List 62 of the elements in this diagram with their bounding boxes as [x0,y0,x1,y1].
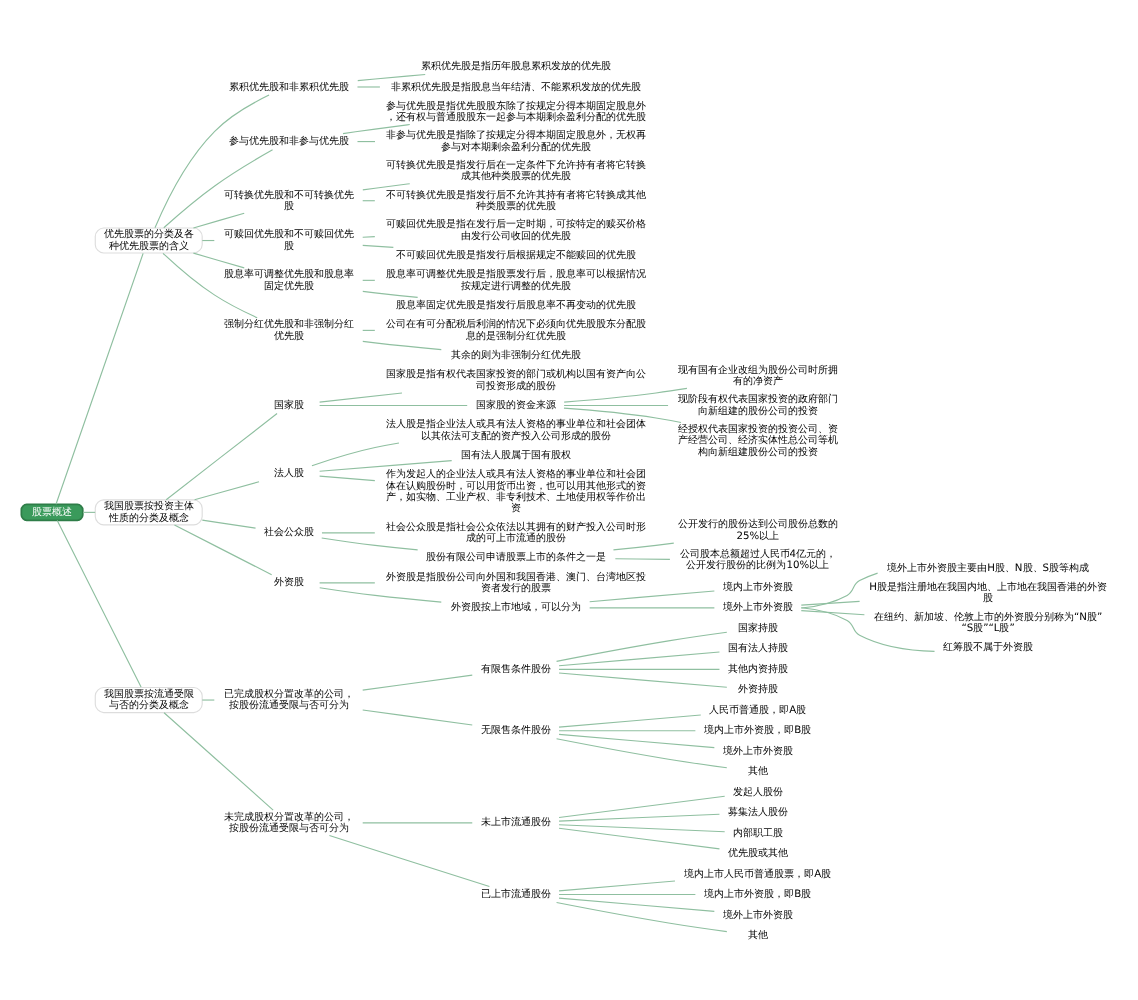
connector [558,713,702,727]
connector [800,606,936,651]
connector [201,518,257,528]
connector [563,403,669,406]
connector [558,896,715,911]
connector [55,251,144,504]
connector [319,403,468,406]
connector [163,711,274,810]
connector [163,148,274,228]
connector [362,339,442,350]
connector [162,251,258,318]
connector [56,518,142,687]
connector [319,474,376,481]
connector [321,536,419,550]
connector [558,650,721,666]
connector [362,235,376,237]
connector [800,609,865,615]
connector [328,833,490,887]
connector [194,480,260,500]
connector [356,140,376,142]
connector [612,541,675,550]
connector [558,892,696,895]
connector [556,737,728,768]
connector [558,823,726,832]
connector [558,812,721,821]
connector [154,93,270,228]
connector [319,581,376,583]
connector [356,85,381,87]
connector [311,441,400,466]
connector [558,729,696,731]
connector [589,589,715,602]
connector [558,667,721,669]
connector [556,630,728,661]
connector [589,606,715,608]
connector [319,586,442,602]
connector [800,599,861,605]
connector [362,182,411,190]
connector [165,412,278,500]
connector [319,391,403,402]
connector [342,123,411,134]
connector [362,708,473,725]
connector [800,571,879,608]
connector [321,531,376,533]
connector [563,386,688,402]
connector [556,900,728,932]
connector [362,673,473,690]
connector [614,557,671,559]
connector [319,459,453,471]
connector [558,671,728,687]
connector [362,821,473,823]
connector [201,698,215,700]
connector [558,826,721,849]
connector [173,523,273,575]
connector [192,251,245,268]
connector [362,243,394,247]
connector [192,211,245,228]
connector [563,406,682,423]
connector [362,289,419,297]
connector [357,72,426,81]
connector [558,794,726,818]
connector [558,879,676,891]
connector [558,732,715,748]
